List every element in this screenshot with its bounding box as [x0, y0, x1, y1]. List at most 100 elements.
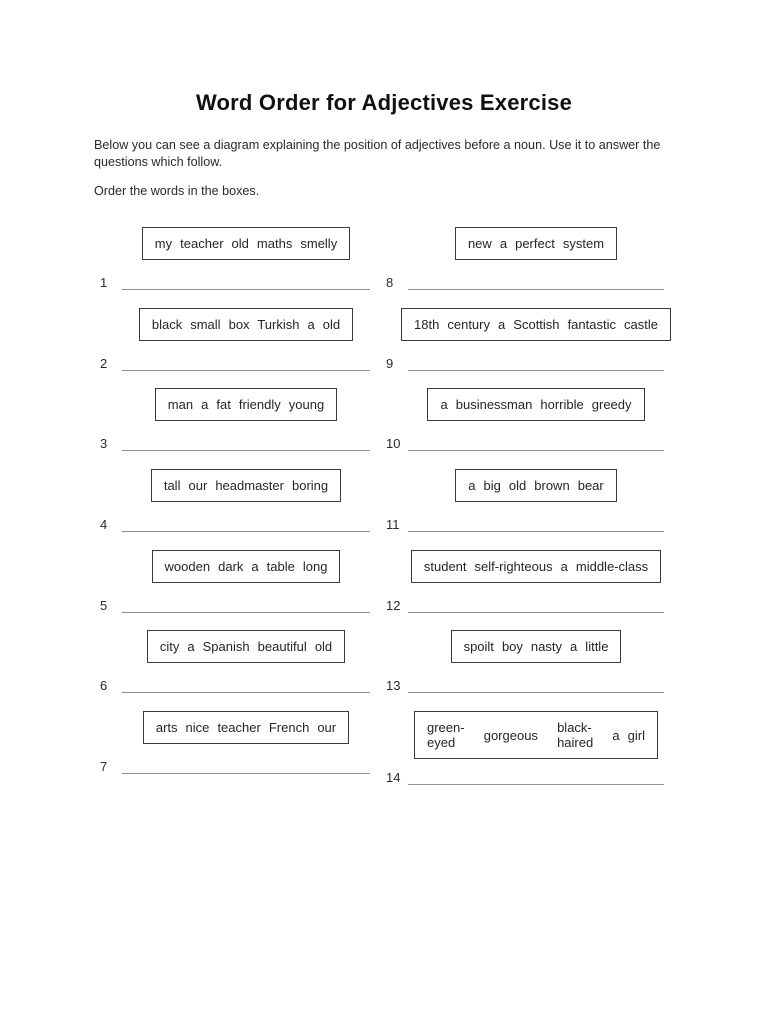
exercise-row-1: my teacher old maths smelly 1 — [100, 227, 370, 308]
scrambled-words: my teacher old maths smelly — [154, 236, 338, 251]
answer-blank-1: 1 — [100, 275, 370, 290]
answer-blank-11: 11 — [386, 517, 664, 533]
question-number: 1 — [100, 275, 108, 290]
exercise-row-10: a businessman horrible greedy 10 — [386, 388, 664, 469]
exercise-row-9: 18th century a Scottish fantastic castle… — [386, 307, 671, 389]
answer-blank-4: 4 — [100, 517, 370, 533]
word-box-5: wooden dark a table long — [151, 549, 341, 583]
word-box-8: new a perfect system — [454, 227, 618, 260]
right-column: new a perfect system 8 18th century a Sc… — [386, 227, 671, 792]
word-box-14: green- eyed gorgeous black- haired a gir… — [414, 711, 658, 760]
answer-line — [122, 598, 370, 613]
word-box-12: student self-righteous a middle-class — [410, 549, 662, 583]
answer-line — [122, 517, 370, 533]
word-box-7: arts nice teacher French our — [142, 711, 350, 745]
page-title: Word Order for Adjectives Exercise — [195, 90, 573, 115]
word-box-area: green- eyed gorgeous black- haired a gir… — [408, 711, 664, 760]
scrambled-words: a businessman horrible greedy — [440, 397, 632, 413]
exercise-row-7: arts nice teacher French our 7 — [100, 711, 370, 792]
exercise-row-2: black small box Turkish a old 2 — [100, 307, 370, 389]
word-box-6: city a Spanish beautiful old — [146, 630, 346, 664]
scrambled-word: green- eyed — [427, 720, 465, 751]
answer-blank-9: 9 — [386, 356, 664, 371]
word-box-area: black small box Turkish a old — [122, 307, 370, 341]
left-column: my teacher old maths smelly 1 black smal… — [100, 227, 370, 792]
word-box-area: student self-righteous a middle-class — [408, 549, 664, 583]
scrambled-words: student self-righteous a middle-class — [423, 558, 649, 574]
answer-blank-13: 13 — [386, 678, 664, 694]
word-box-area: my teacher old maths smelly — [122, 227, 370, 260]
answer-blank-8: 8 — [386, 275, 664, 290]
word-box-10: a businessman horrible greedy — [427, 388, 645, 422]
answer-line — [122, 275, 370, 290]
answer-blank-14: 14 — [386, 770, 664, 786]
question-number: 8 — [386, 275, 394, 290]
scrambled-words: wooden dark a table long — [164, 558, 328, 574]
scrambled-word: black- haired — [557, 720, 594, 751]
answer-line — [408, 517, 664, 533]
answer-line — [122, 356, 370, 371]
scrambled-words: black small box Turkish a old — [151, 316, 341, 332]
scrambled-words: tall our headmaster boring — [163, 478, 329, 494]
exercise-row-12: student self-righteous a middle-class 12 — [386, 549, 664, 631]
word-box-area: a big old brown bear — [408, 469, 664, 503]
scrambled-word: a girl — [612, 727, 645, 743]
answer-line — [408, 598, 664, 613]
instruction-text: Order the words in the boxes. — [94, 184, 260, 198]
word-box-area: arts nice teacher French our — [122, 711, 370, 745]
word-box-2: black small box Turkish a old — [138, 307, 354, 341]
word-box-area: wooden dark a table long — [122, 549, 370, 583]
answer-line — [408, 678, 664, 694]
answer-blank-12: 12 — [386, 598, 664, 613]
answer-blank-2: 2 — [100, 356, 370, 371]
answer-line — [122, 678, 370, 694]
scrambled-words: city a Spanish beautiful old — [159, 639, 333, 655]
intro-paragraph: Below you can see a diagram explaining t… — [94, 138, 661, 169]
answer-blank-3: 3 — [100, 436, 370, 452]
word-box-1: my teacher old maths smelly — [141, 227, 351, 260]
question-number: 6 — [100, 678, 108, 694]
answer-blank-7: 7 — [100, 759, 370, 775]
answer-blank-6: 6 — [100, 678, 370, 694]
scrambled-words: 18th century a Scottish fantastic castle — [414, 316, 658, 332]
answer-blank-10: 10 — [386, 436, 664, 452]
answer-line — [408, 356, 664, 371]
question-number: 4 — [100, 517, 108, 533]
answer-line — [122, 759, 370, 775]
scrambled-words: a big old brown bear — [468, 478, 604, 494]
word-box-area: a businessman horrible greedy — [408, 388, 664, 422]
exercise-row-8: new a perfect system 8 — [386, 227, 664, 308]
scrambled-words: arts nice teacher French our — [155, 720, 337, 736]
exercise-row-6: city a Spanish beautiful old 6 — [100, 630, 370, 711]
question-number: 9 — [386, 355, 394, 371]
answer-line — [408, 436, 664, 452]
question-number: 12 — [386, 597, 401, 613]
exercise-row-5: wooden dark a table long 5 — [100, 549, 370, 631]
word-box-area: new a perfect system — [408, 227, 664, 260]
exercise-row-14: green- eyed gorgeous black- haired a gir… — [386, 711, 664, 792]
word-box-3: man a fat friendly young — [154, 388, 338, 422]
question-number: 3 — [100, 436, 108, 452]
answer-line — [408, 770, 664, 786]
question-number: 7 — [100, 759, 108, 775]
question-number: 5 — [100, 597, 108, 613]
question-number: 11 — [386, 517, 400, 533]
exercise-row-13: spoilt boy nasty a little 13 — [386, 630, 664, 711]
question-number: 10 — [386, 436, 401, 452]
word-box-area: tall our headmaster boring — [122, 469, 370, 503]
scrambled-words: new a perfect system — [467, 236, 605, 251]
exercise-row-4: tall our headmaster boring 4 — [100, 469, 370, 550]
question-number: 2 — [100, 355, 108, 371]
word-box-area: 18th century a Scottish fantastic castle — [401, 307, 671, 341]
scrambled-words: man a fat friendly young — [167, 397, 325, 413]
word-box-area: man a fat friendly young — [122, 388, 370, 422]
scrambled-words: spoilt boy nasty a little — [463, 639, 609, 655]
answer-line — [122, 436, 370, 452]
question-number: 14 — [386, 770, 401, 786]
word-box-13: spoilt boy nasty a little — [450, 630, 622, 664]
word-box-4: tall our headmaster boring — [150, 469, 342, 503]
word-box-11: a big old brown bear — [455, 469, 617, 503]
question-number: 13 — [386, 678, 401, 694]
scrambled-word: gorgeous — [483, 727, 538, 743]
